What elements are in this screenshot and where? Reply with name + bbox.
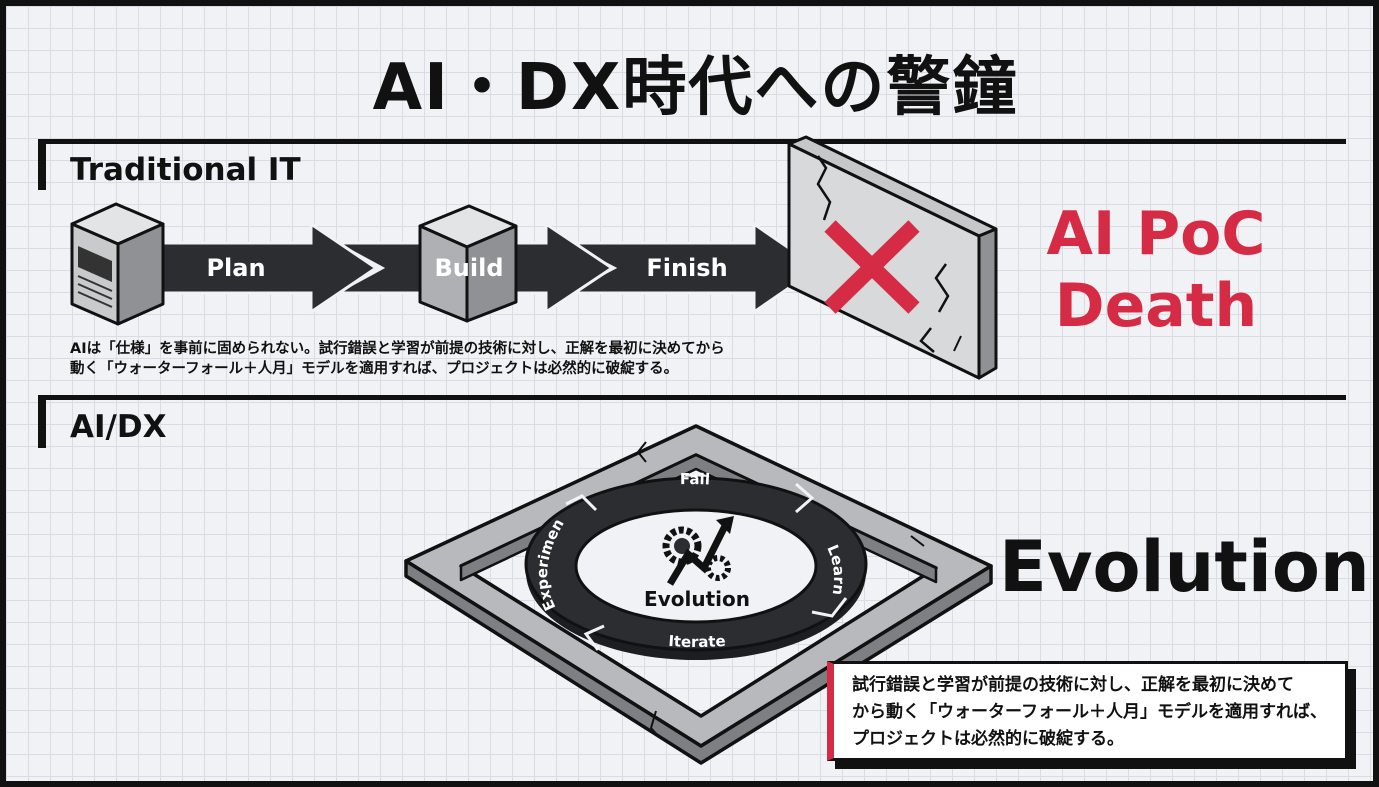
poc-death-line1: AI PoC	[1046, 199, 1266, 269]
step-label-build: Build	[434, 254, 504, 282]
cube-icon	[418, 204, 518, 323]
traditional-note-line1: AIは「仕様」を事前に固められない。試行錯誤と学習が前提の技術に対し、正解を最初…	[70, 341, 725, 357]
traditional-note-line2: 動く「ウォーターフォール＋人月」モデルを適用すれば、プロジェクトは必然的に破綻す…	[70, 361, 679, 377]
page-title: AI・DX時代への警鐘	[372, 51, 1019, 125]
section-label-traditional: Traditional IT	[70, 152, 301, 188]
callout-box: 試行錯誤と学習が前提の技術に対し、正解を最初に決めて から動く「ウォーターフォー…	[827, 661, 1348, 761]
cycle-arrow-separators	[565, 482, 848, 651]
callout-line1: 試行錯誤と学習が前提の技術に対し、正解を最初に決めて	[852, 675, 1294, 695]
section-rule-middle	[38, 395, 1346, 400]
poc-death-heading: AI PoC Death	[1026, 198, 1286, 342]
section-label-aidx: AI/DX	[70, 409, 167, 445]
aidx-cycle-graphic: Fail Learn Iterate Experiment Evolution	[6, 6, 993, 765]
step-label-plan: Plan	[206, 254, 266, 282]
section-bar-traditional	[38, 144, 46, 190]
plan-arrow	[154, 221, 379, 315]
traditional-flow-graphic	[70, 135, 998, 380]
poc-death-line2: Death	[1054, 271, 1258, 341]
cycle-ring-inner	[574, 508, 818, 624]
cycle-label-iterate: Iterate	[668, 632, 726, 651]
traditional-note: AIは「仕様」を事前に固められない。試行錯誤と学習が前提の技術に対し、正解を最初…	[70, 339, 810, 379]
callout-line2: から動く「ウォーターフォール＋人月」モデルを適用すれば、	[852, 702, 1327, 722]
evolution-headline: Evolution	[999, 526, 1370, 608]
red-x-icon	[824, 220, 920, 314]
section-rule-top	[38, 139, 1346, 144]
cycle-label-experiment: Experiment	[6, 6, 568, 614]
square-frame	[404, 424, 993, 765]
gears-growth-icon	[662, 516, 734, 586]
server-icon	[70, 202, 165, 326]
cycle-label-fail: Fail	[680, 470, 711, 489]
section-bar-aidx	[38, 400, 46, 448]
step-label-finish: Finish	[646, 254, 728, 282]
callout-line3: プロジェクトは必然的に破綻する。	[852, 729, 1124, 749]
cycle-center-label: Evolution	[644, 587, 750, 611]
